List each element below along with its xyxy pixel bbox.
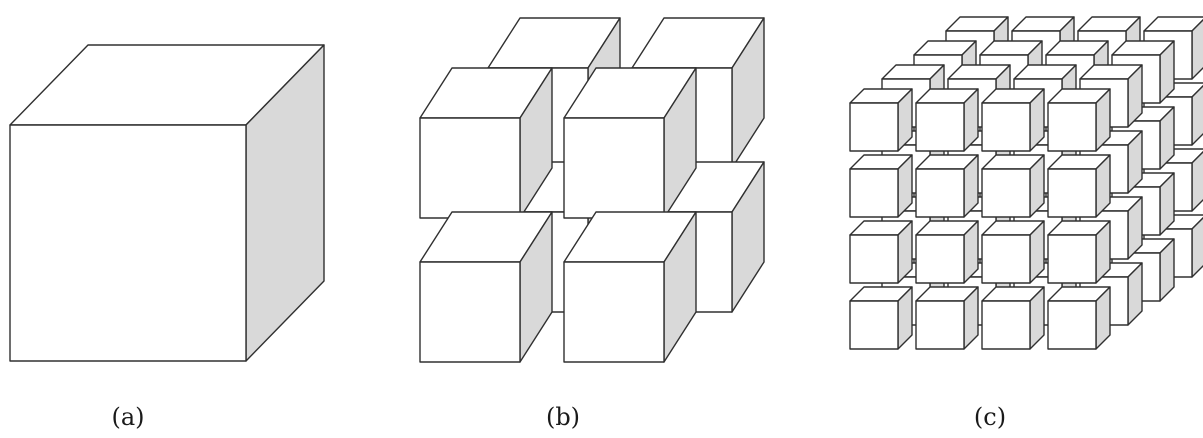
cube-front-face (1047, 102, 1097, 152)
panel-c-4x4x4-cubes (849, 16, 1203, 350)
cube (849, 220, 913, 284)
cube (849, 88, 913, 152)
cube (981, 88, 1045, 152)
cube (981, 154, 1045, 218)
cube (1047, 88, 1111, 152)
cube (1047, 286, 1111, 350)
cube (981, 220, 1045, 284)
cube (915, 220, 979, 284)
cube-front-face (419, 117, 521, 219)
cube-front-face (915, 102, 965, 152)
caption-a: (a) (111, 403, 145, 431)
cube (563, 211, 697, 363)
cube (9, 44, 325, 362)
cube-front-face (1047, 234, 1097, 284)
cube-front-face (849, 102, 899, 152)
cube (915, 286, 979, 350)
cube-front-face (849, 234, 899, 284)
cube (1047, 154, 1111, 218)
cube (981, 286, 1045, 350)
cube-front-face (419, 261, 521, 363)
cube-front-face (1047, 300, 1097, 350)
cube-front-face (9, 124, 247, 362)
cube (419, 67, 553, 219)
cube (915, 154, 979, 218)
cube-front-face (849, 300, 899, 350)
caption-b: (b) (545, 403, 581, 431)
cube-front-face (915, 168, 965, 218)
cube-front-face (981, 168, 1031, 218)
caption-c: (c) (973, 403, 1007, 431)
cube (849, 154, 913, 218)
cube-front-face (981, 102, 1031, 152)
cube-front-face (915, 300, 965, 350)
cube-front-face (849, 168, 899, 218)
cube-front-face (981, 300, 1031, 350)
cube-front-face (1047, 168, 1097, 218)
cube (1047, 220, 1111, 284)
cube-front-face (563, 261, 665, 363)
cube (849, 286, 913, 350)
panel-b-2x2x2-cubes (419, 17, 765, 363)
cube-front-face (563, 117, 665, 219)
cube-front-face (981, 234, 1031, 284)
cube (915, 88, 979, 152)
cube-front-face (915, 234, 965, 284)
cube (419, 211, 553, 363)
panel-a-single-cube (9, 44, 325, 362)
cube (563, 67, 697, 219)
